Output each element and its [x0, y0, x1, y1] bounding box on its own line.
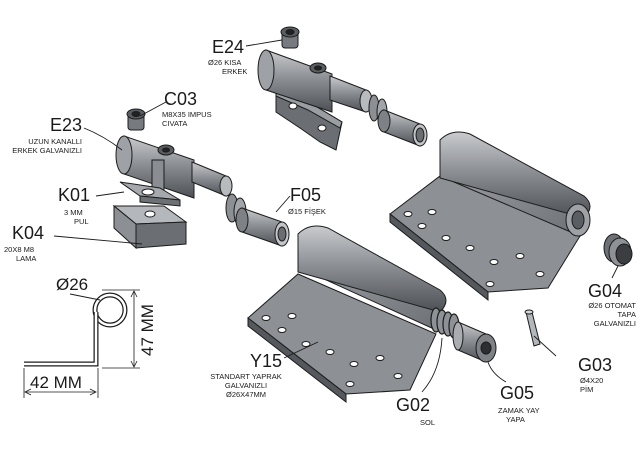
f05-bushing	[225, 193, 290, 247]
g04-plug	[603, 233, 633, 267]
g05-desc-line2: YAPA	[506, 415, 525, 424]
k01-washer	[119, 181, 181, 207]
spring-drawing	[23, 289, 140, 398]
g03-pin	[524, 309, 541, 347]
g03-code: G03	[578, 355, 613, 375]
g03-desc-line2: PİM	[580, 385, 594, 394]
e24-code: E24	[212, 37, 245, 57]
e24-part	[257, 26, 373, 151]
spring-width-label: 42 MM	[30, 373, 82, 392]
right-leaf	[389, 131, 591, 302]
g05-cap	[452, 321, 497, 363]
g04-code: G04	[588, 281, 623, 301]
e23-desc-line2: ERKEK GALVANIZLI	[12, 146, 82, 155]
e24-desc-line1: Ø26 KISA	[208, 58, 242, 67]
k04-block	[112, 204, 188, 250]
y15-desc-line2: GALVANIZLI	[224, 381, 268, 390]
e23-code: E23	[50, 115, 83, 135]
c03-desc-line2: CIVATA	[162, 119, 188, 128]
leader-lines	[53, 39, 619, 393]
c03-code: C03	[164, 89, 198, 109]
k04-desc-line1: 20X8 M8	[4, 245, 35, 254]
y15-code: Y15	[250, 351, 283, 371]
spring-height-label: 47 MM	[138, 304, 157, 356]
spring-diameter-label: Ø26	[56, 275, 89, 294]
e24-desc-line2: ERKEK	[222, 67, 248, 76]
e23-desc-line1: UZUN KANALLI	[28, 137, 82, 146]
y15-desc-line1: STANDART YAPRAK	[210, 372, 282, 381]
k01-desc-line2: PUL	[74, 217, 89, 226]
f05-code: F05	[290, 185, 322, 205]
c03-desc-line1: M8X35 IMPUS	[162, 110, 212, 119]
k01-desc-line1: 3 MM	[64, 208, 83, 217]
g04-desc-line2: TAPA	[617, 310, 636, 319]
g02-desc-line1: SOL	[420, 418, 436, 427]
upper-rings	[368, 94, 428, 147]
f05-desc-line1: Ø15 FİŞEK	[288, 207, 326, 216]
g04-desc-line3: GALVANIZLI	[593, 319, 636, 328]
g02-code: G02	[396, 395, 431, 415]
g03-desc-line1: Ø4X20	[580, 376, 604, 385]
g05-code: G05	[500, 383, 535, 403]
k01-code: K01	[58, 185, 91, 205]
e23-part	[115, 108, 233, 199]
y15-desc-line3: Ø26X47MM	[225, 390, 267, 399]
g05-desc-line1: ZAMAK YAY	[498, 406, 540, 415]
g04-desc-line1: Ø26 OTOMAT	[588, 301, 636, 310]
k04-desc-line2: LAMA	[16, 254, 37, 263]
k04-code: K04	[12, 223, 45, 243]
y15-leaf	[247, 225, 447, 404]
